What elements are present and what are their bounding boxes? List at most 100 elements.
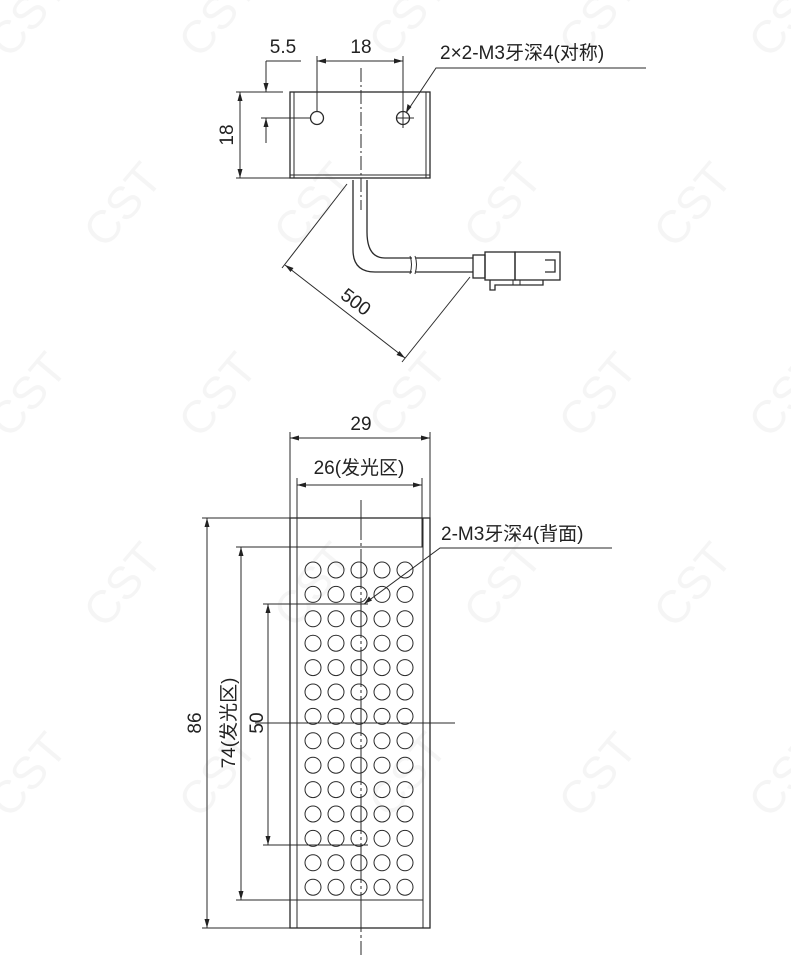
led-lens — [327, 805, 345, 823]
dim-hole-spacing: 18 — [350, 37, 371, 58]
led-lens — [373, 707, 391, 725]
led-lens — [304, 781, 322, 799]
led-lens — [350, 878, 368, 896]
watermark-text: CST — [73, 533, 172, 637]
led-lens — [396, 732, 414, 750]
watermark-text: CST — [168, 343, 267, 447]
led-lens — [350, 659, 368, 677]
led-lens — [373, 585, 391, 603]
led-lens — [327, 878, 345, 896]
led-lens — [350, 561, 368, 579]
dim-emitting-length: 74(发光区) — [218, 678, 240, 769]
watermark-text: CST — [738, 723, 791, 827]
led-lens — [396, 707, 414, 725]
dim-width: 29 — [350, 414, 371, 435]
led-lens — [304, 707, 322, 725]
led-lens — [350, 732, 368, 750]
led-lens — [396, 805, 414, 823]
led-lens — [350, 634, 368, 652]
watermark-text: CST — [548, 723, 647, 827]
led-lens — [350, 805, 368, 823]
led-lens — [327, 756, 345, 774]
led-lens — [373, 854, 391, 872]
watermark-text: CST — [358, 723, 457, 827]
led-lens — [327, 683, 345, 701]
dim-hole-spacing-front: 50 — [247, 712, 268, 733]
dim-offset: 5.5 — [270, 37, 296, 58]
led-lens — [350, 585, 368, 603]
led-lens — [304, 732, 322, 750]
led-lens — [327, 659, 345, 677]
led-lens — [304, 878, 322, 896]
led-lens — [304, 634, 322, 652]
led-lens — [396, 781, 414, 799]
led-lens — [396, 854, 414, 872]
watermark-text: CST — [263, 153, 362, 257]
led-lens — [396, 659, 414, 677]
led-lens — [350, 683, 368, 701]
led-lens — [304, 756, 322, 774]
led-lens — [304, 585, 322, 603]
dim-cable-length: 500 — [336, 285, 374, 321]
led-lens — [304, 561, 322, 579]
front-view: 29 26(发光区) 86 74(发光区) 50 2-M3牙深4(背面) — [185, 414, 612, 955]
led-lens — [373, 805, 391, 823]
led-lens — [373, 561, 391, 579]
led-lens — [327, 707, 345, 725]
led-lens — [396, 610, 414, 628]
led-lens — [350, 781, 368, 799]
led-lens — [396, 683, 414, 701]
cable — [352, 180, 473, 273]
led-lens — [396, 829, 414, 847]
dim-length: 86 — [185, 712, 206, 733]
watermark-text: CST — [548, 343, 647, 447]
led-lens — [373, 610, 391, 628]
watermark-text: CST — [643, 533, 742, 637]
bracket-outline — [289, 91, 431, 179]
led-lens — [373, 781, 391, 799]
dim-emitting-width: 26(发光区) — [314, 457, 405, 479]
led-lens — [350, 854, 368, 872]
note-holes-back: 2-M3牙深4(背面) — [441, 523, 584, 545]
led-lens — [327, 854, 345, 872]
watermark-text: CST — [263, 533, 362, 637]
led-lens — [304, 610, 322, 628]
watermark-text: CST — [643, 153, 742, 257]
watermark-text: CST — [358, 343, 457, 447]
led-lens — [373, 683, 391, 701]
watermark-text: CST — [0, 723, 77, 827]
led-lens — [350, 707, 368, 725]
watermark-text: CST — [453, 153, 552, 257]
led-lens — [373, 878, 391, 896]
led-lens — [327, 585, 345, 603]
watermark-text: CST — [168, 723, 267, 827]
led-lens — [304, 829, 322, 847]
led-lens — [304, 683, 322, 701]
led-lens — [327, 781, 345, 799]
led-lens — [350, 829, 368, 847]
mount-hole — [309, 110, 325, 126]
watermark-text: CST — [738, 343, 791, 447]
led-grid — [304, 561, 414, 896]
led-lens — [327, 561, 345, 579]
led-lens — [327, 610, 345, 628]
led-lens — [350, 610, 368, 628]
watermark-layer: CST CST CST CST CST CST CST CST CST CST CST CST CST C… — [0, 0, 791, 826]
watermark-text: CST — [168, 0, 267, 66]
led-lens — [350, 756, 368, 774]
led-lens — [373, 829, 391, 847]
led-lens — [396, 634, 414, 652]
led-lens — [373, 732, 391, 750]
watermark-text: CST — [738, 0, 791, 66]
watermark-text: CST — [0, 343, 77, 447]
connector — [472, 251, 561, 291]
led-lens — [373, 756, 391, 774]
watermark-text: CST — [0, 0, 77, 66]
led-lens — [373, 659, 391, 677]
led-lens — [327, 732, 345, 750]
led-lens — [396, 878, 414, 896]
led-lens — [304, 854, 322, 872]
dim-height: 18 — [217, 124, 238, 145]
led-lens — [373, 634, 391, 652]
